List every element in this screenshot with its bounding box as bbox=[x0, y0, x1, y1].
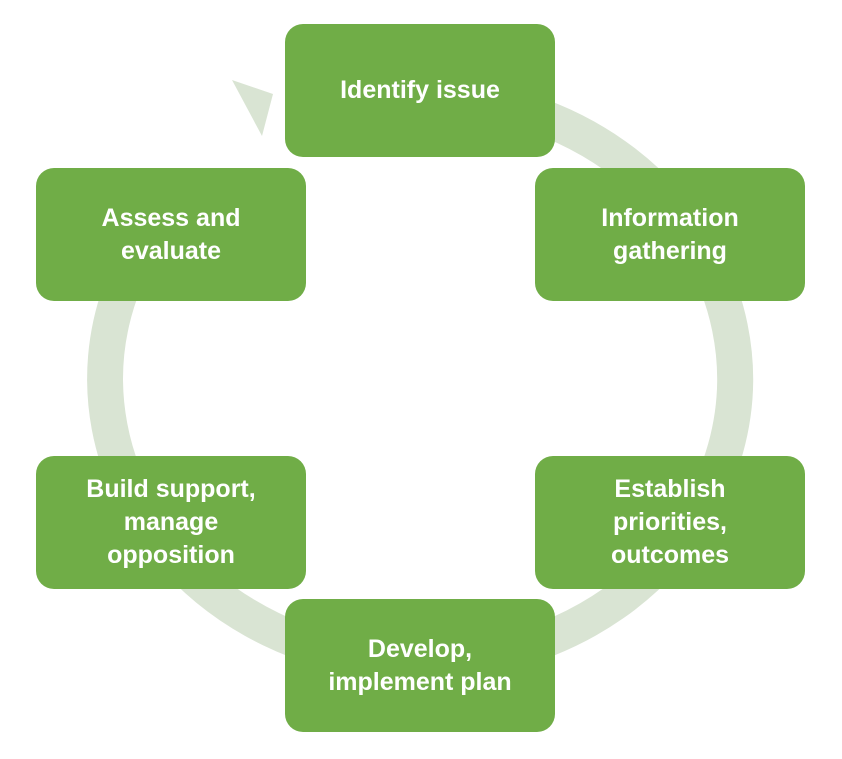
step-assess-evaluate: Assess and evaluate bbox=[36, 168, 306, 301]
step-identify-issue: Identify issue bbox=[285, 24, 555, 157]
step-label: Information gathering bbox=[601, 203, 739, 265]
step-build-support: Build support, manage opposition bbox=[36, 456, 306, 589]
step-establish-priorities: Establish priorities, outcomes bbox=[535, 456, 805, 589]
step-information-gathering: Information gathering bbox=[535, 168, 805, 301]
step-label: Establish priorities, outcomes bbox=[610, 475, 730, 569]
step-develop-plan: Develop, implement plan bbox=[285, 599, 555, 732]
step-label: Identify issue bbox=[340, 76, 500, 104]
step-label: Assess and evaluate bbox=[101, 203, 241, 265]
cycle-arrowhead-icon bbox=[232, 80, 273, 136]
step-label: Build support, manage opposition bbox=[86, 475, 256, 569]
step-label: Develop, implement plan bbox=[328, 634, 512, 696]
